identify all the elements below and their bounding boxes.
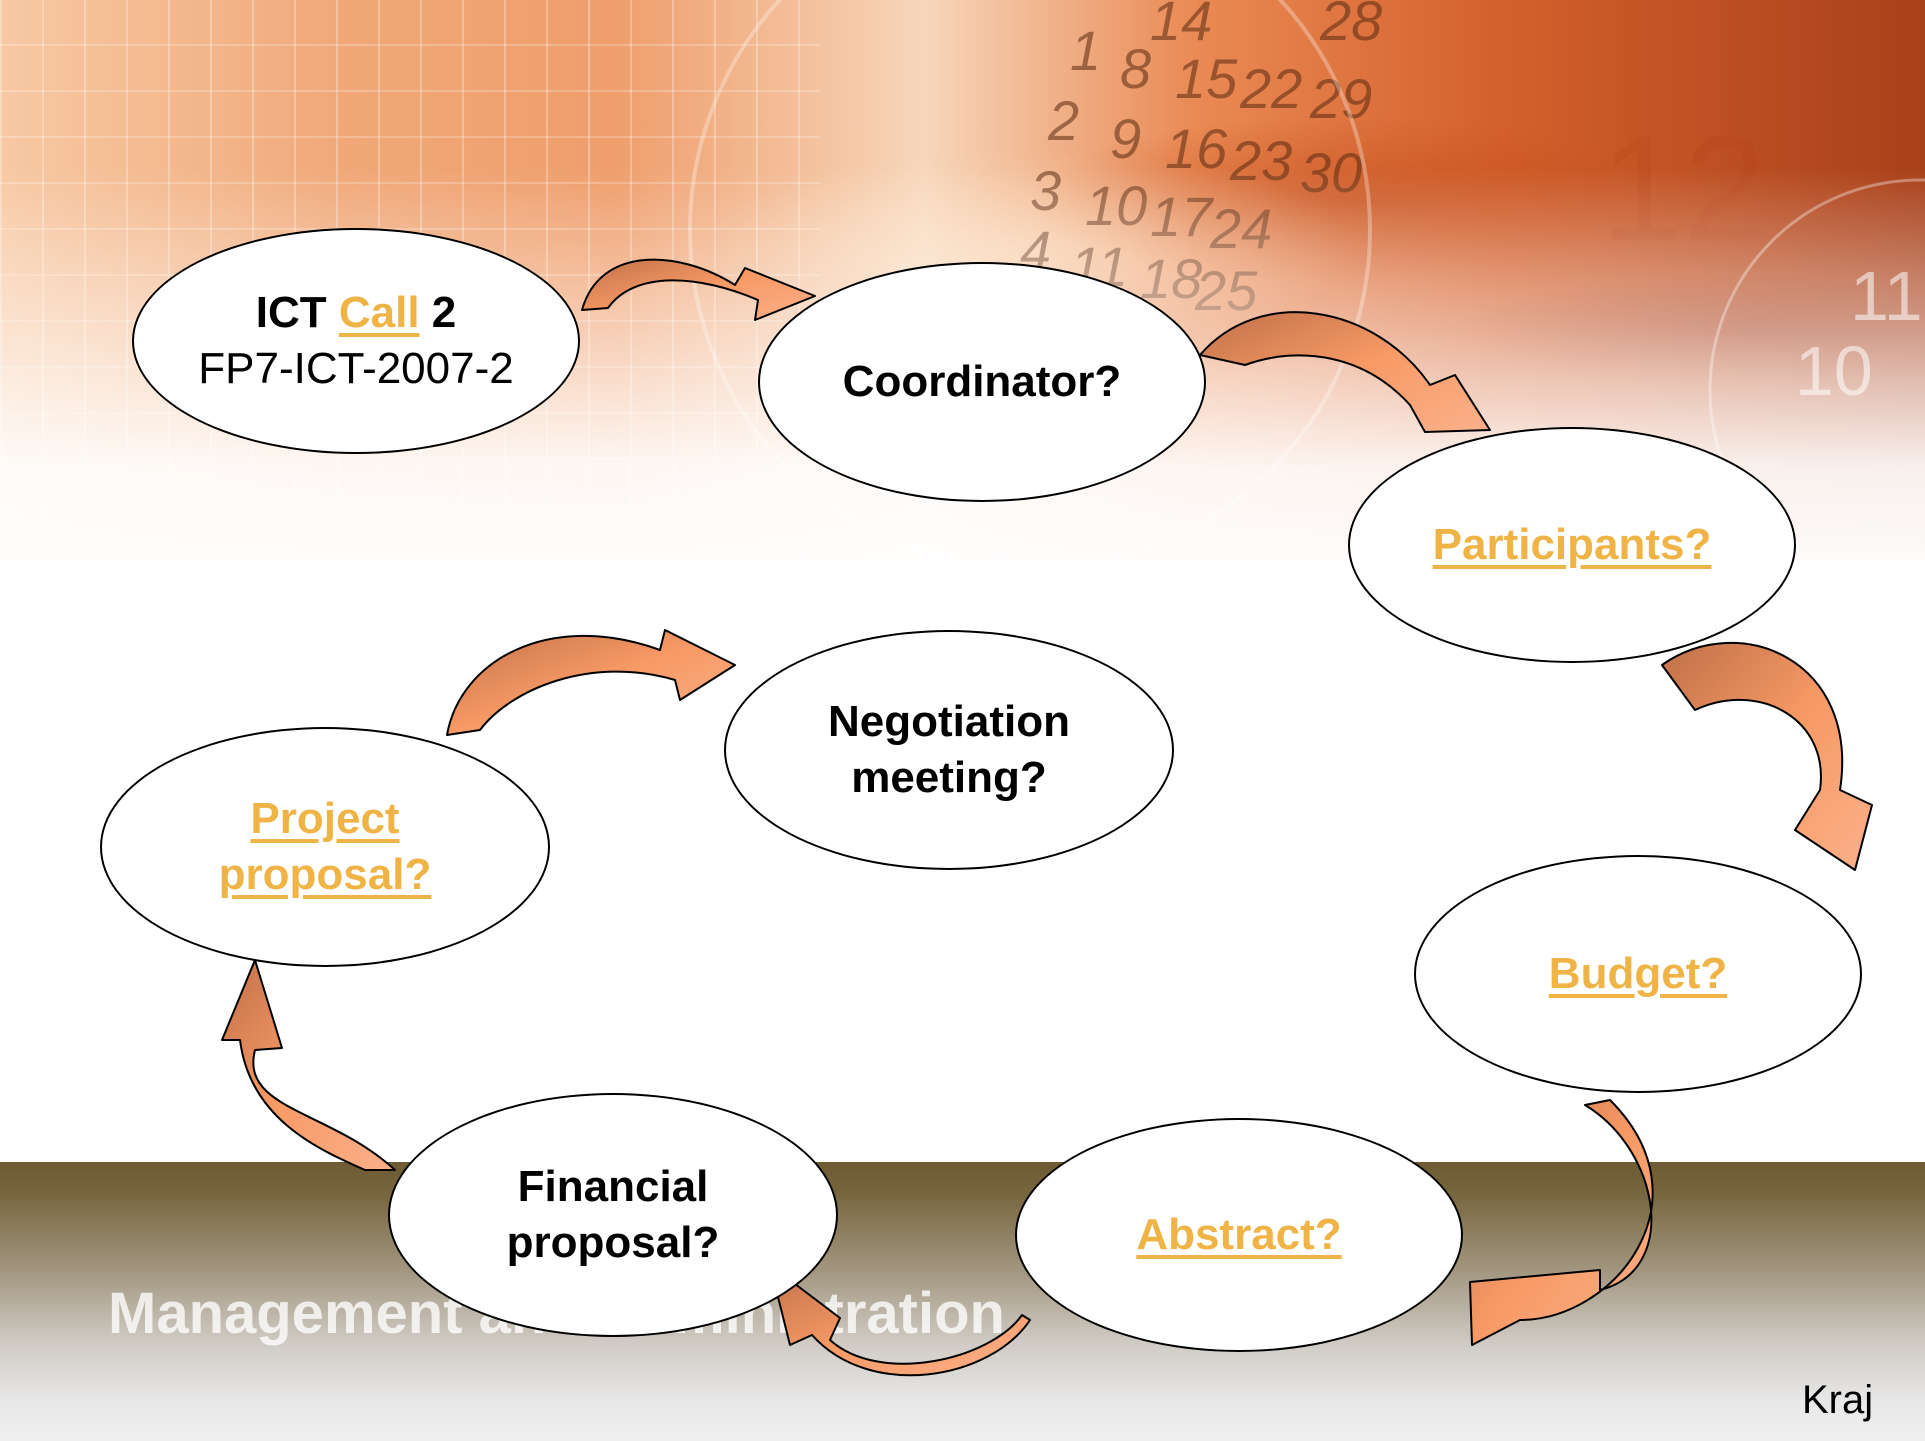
arrow-participants-to-budget: [1661, 641, 1873, 871]
ict-call-title: ICT Call 2: [256, 285, 457, 341]
negotiation-line1: Negotiation: [828, 697, 1070, 746]
ict-prefix: ICT: [255, 288, 327, 337]
call-code: FP7-ICT-2007-2: [198, 344, 514, 393]
project-link-line1[interactable]: Project: [250, 794, 400, 843]
arrow-project-to-negotiation: [446, 629, 736, 736]
node-coordinator: Coordinator?: [758, 262, 1206, 502]
abstract-link[interactable]: Abstract?: [1136, 1210, 1342, 1259]
financial-line2: proposal?: [506, 1218, 720, 1267]
budget-link[interactable]: Budget?: [1548, 949, 1728, 998]
end-link[interactable]: Kraj: [1802, 1378, 1874, 1422]
coordinator-label: Coordinator?: [842, 357, 1122, 406]
call-link[interactable]: Call: [338, 288, 420, 337]
ict-suffix: 2: [431, 288, 457, 337]
arrow-coordinator-to-participants: [1199, 311, 1491, 433]
node-financial-proposal: Financial proposal?: [388, 1093, 838, 1337]
node-abstract: Abstract?: [1015, 1118, 1463, 1352]
node-participants: Participants?: [1348, 427, 1796, 663]
footer-band: [0, 1162, 1925, 1441]
arrow-financial-to-project: [221, 959, 396, 1171]
node-project-proposal: Project proposal?: [100, 727, 550, 967]
node-negotiation-meeting: Negotiation meeting?: [724, 630, 1174, 870]
arrow-abstract-to-financial: [769, 1264, 1031, 1377]
arrow-budget-to-abstract: [1469, 1099, 1654, 1346]
node-ict-call: ICT Call 2 FP7-ICT-2007-2: [132, 228, 580, 454]
node-budget: Budget?: [1414, 855, 1862, 1093]
arrow-ict-to-coordinator: [581, 258, 816, 321]
project-link-line2[interactable]: proposal?: [218, 850, 432, 899]
negotiation-line2: meeting?: [851, 753, 1047, 802]
financial-line1: Financial: [517, 1162, 709, 1211]
participants-link[interactable]: Participants?: [1432, 520, 1712, 569]
